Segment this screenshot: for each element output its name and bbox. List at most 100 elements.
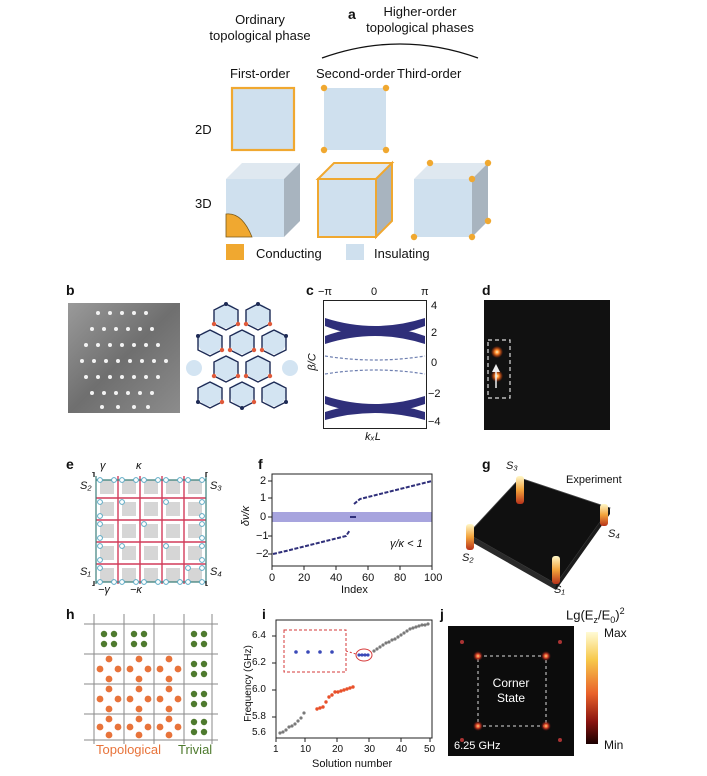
panel-label-j: j [440,606,444,622]
f-upper-band [353,480,433,505]
j-corner-state-label: Corner State [476,676,546,706]
f-ytick-0: 0 [260,511,267,523]
panel-label-b: b [66,282,75,298]
f-xtick-40: 40 [330,572,343,584]
field-map-d-overlay [487,339,511,399]
f-ytick-1: 1 [260,492,267,504]
panel-label-f: f [258,456,263,472]
phase-schematic [225,84,492,260]
e-neg-kappa: −κ [130,584,142,596]
e-s2: S₂ [80,480,92,492]
c-ytick-4: 4 [431,300,438,312]
c-ytick-2: 2 [431,327,438,339]
g-pillar-s4 [600,504,608,526]
ordinary-line2: topological phase [209,28,311,43]
f-xtick-20: 20 [298,572,311,584]
j-colorbar-title: Lg(Ez/E0)2 [566,606,625,625]
legend-conducting: Conducting [256,246,322,261]
c-xlabel: kₓL [365,431,381,443]
f-ytick-m1: −1 [256,530,269,542]
panel-label-c: c [306,282,314,298]
f-ylabel: δν/κ [240,505,253,527]
i-xtick-20: 20 [332,744,344,755]
j-corner-line2: State [496,691,526,705]
honeycomb-lattice [186,302,298,410]
c-ylabel: β/C [306,353,319,371]
i-ytick-5.8: 5.8 [252,711,266,722]
g-floor [467,477,611,585]
i-ytick-5.6: 5.6 [252,727,266,738]
ordinary-line1: Ordinary [235,12,285,27]
col-first-order: First-order [230,66,290,81]
f-xtick-80: 80 [394,572,407,584]
h-trivial-label: Trivial [178,742,213,757]
panel-label-e: e [66,456,74,472]
g-pillar-s1 [552,556,560,584]
i-inset-box [283,629,347,673]
e-gamma: γ [100,460,106,472]
cube-first-order [225,163,300,238]
legend-insulating: Insulating [374,246,430,261]
g-experiment: Experiment [566,474,622,486]
panel-label-h: h [66,606,75,622]
i-ytick-6.4: 6.4 [252,630,266,641]
e-s1: S₁ [80,566,91,578]
sample-photo-holes [80,311,168,409]
panel-label-a: a [348,6,356,22]
field-map-d [484,300,610,430]
j-cb-title-e: ) [615,607,620,623]
c-top-tick-2: π [421,286,429,298]
cube-third-order [410,159,492,241]
c-ytick-m2: −2 [428,388,441,400]
row-3d: 3D [195,196,212,211]
e-s3: S₃ [210,480,222,492]
legend-insulating-swatch [346,244,364,260]
e-neg-gamma: −γ [98,584,110,596]
band-structure-plot [323,300,427,429]
cube-second-order [315,160,395,240]
i-xtick-50: 50 [424,744,436,755]
f-annotation: γ/κ < 1 [390,538,423,550]
j-colorbar-max: Max [604,626,627,640]
field-map-j [448,626,574,756]
c-ytick-m4: −4 [428,416,441,428]
j-colorbar-min: Min [604,738,624,752]
g-s3: S₃ [506,460,518,472]
f-lower-band [272,529,351,555]
topological-trivial-lattice [84,614,218,744]
f-xlabel: Index [341,584,368,596]
i-highlight-ellipse [355,648,373,662]
panel-label-d: d [482,282,491,298]
i-xtick-1: 1 [273,744,279,755]
f-xtick-100: 100 [424,572,443,584]
sample-photo [68,303,180,413]
j-cb-title-b: z [593,614,598,625]
j-cb-title-c: /E [597,607,611,623]
f-ytick-2: 2 [260,475,267,487]
i-ytick-6.0: 6.0 [252,684,266,695]
h-topological-label: Topological [96,742,162,757]
e-kappa: κ [136,460,142,472]
i-xtick-30: 30 [364,744,376,755]
i-ylabel: Frequency (GHz) [242,645,254,722]
ordinary-heading: Ordinary topological phase [205,12,315,44]
c-ytick-0: 0 [431,357,438,369]
ssh-2d-lattice [92,472,208,586]
higher-order-heading: Higher-order topological phases [350,4,490,36]
row-2d: 2D [195,122,212,137]
i-xtick-10: 10 [300,744,312,755]
frequency-plot-i [272,619,433,742]
g-pillar-s3 [516,476,524,504]
g-pillar-s2 [466,524,474,550]
i-xtick-40: 40 [396,744,408,755]
higher-line2: topological phases [366,20,474,35]
i-ytick-6.2: 6.2 [252,657,266,668]
higher-line1: Higher-order [383,4,457,19]
j-cb-title-a: Lg(E [566,607,594,623]
col-third-order: Third-order [397,66,462,81]
g-s2: S₂ [462,552,474,564]
g-s1: S₁ [554,584,565,596]
c-top-tick-1: 0 [371,286,378,298]
f-ytick-m2: −2 [256,548,269,560]
field-map-j-overlay [460,640,562,742]
